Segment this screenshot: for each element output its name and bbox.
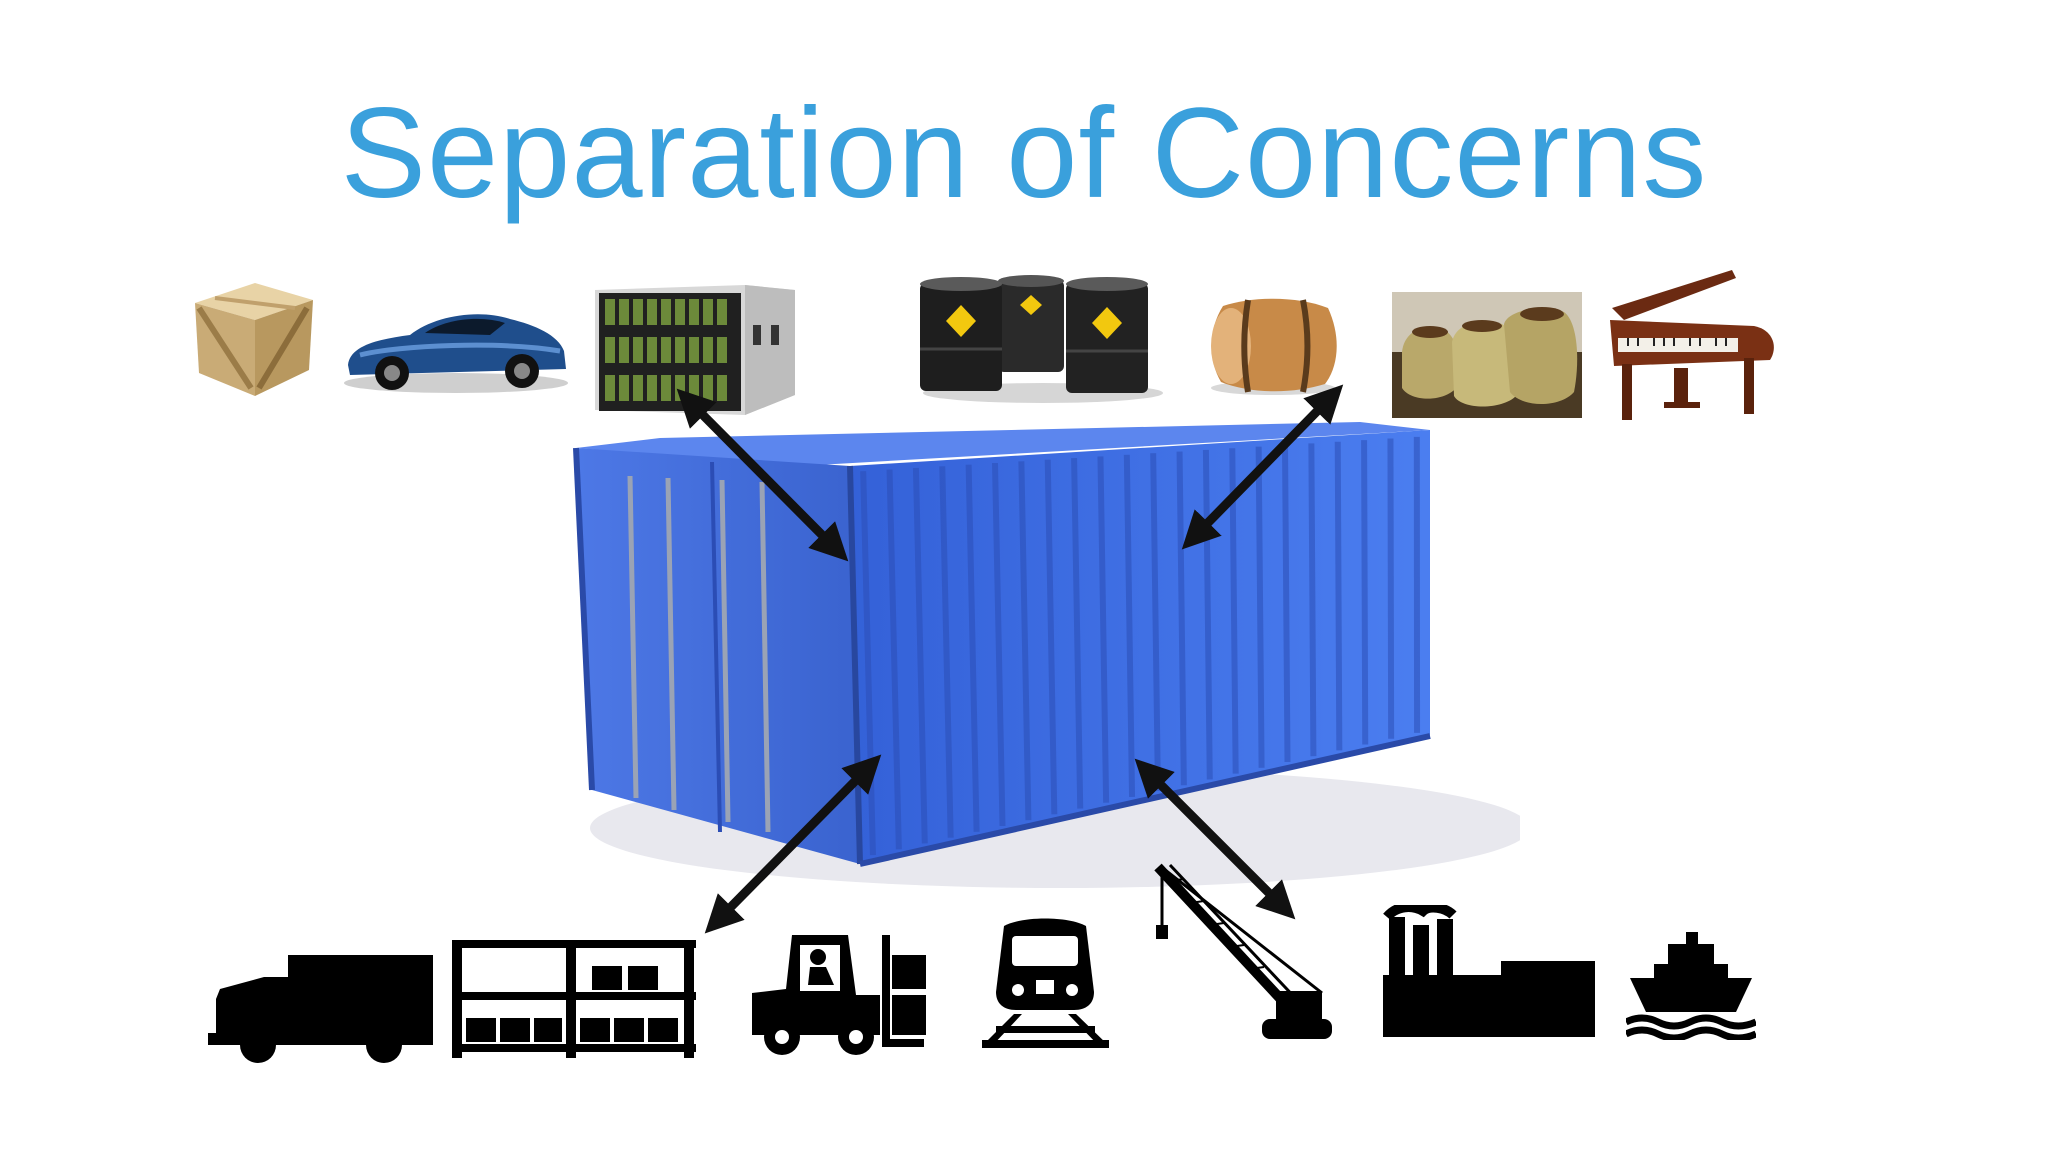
- forklift-icon: [752, 935, 927, 1057]
- arrow-server-container: [676, 388, 849, 562]
- grand-piano: [1604, 268, 1780, 428]
- arrow-container-forklift: [704, 754, 882, 934]
- crane-icon: [1150, 863, 1335, 1043]
- truck-icon: [208, 955, 433, 1063]
- factory-icon: [1383, 905, 1595, 1037]
- train-icon: [982, 918, 1109, 1048]
- arrow-barrel-container: [1181, 384, 1344, 550]
- sports-car: [340, 295, 572, 395]
- wooden-crate: [185, 278, 320, 398]
- warehouse-rack-icon: [452, 940, 696, 1060]
- arrow-container-crane: [1134, 758, 1296, 920]
- server-rack: [595, 285, 800, 420]
- ship-icon: [1626, 930, 1756, 1040]
- hazard-barrels: [918, 275, 1168, 405]
- slide-title: Separation of Concerns: [340, 82, 1708, 225]
- grain-sacks: [1392, 292, 1582, 418]
